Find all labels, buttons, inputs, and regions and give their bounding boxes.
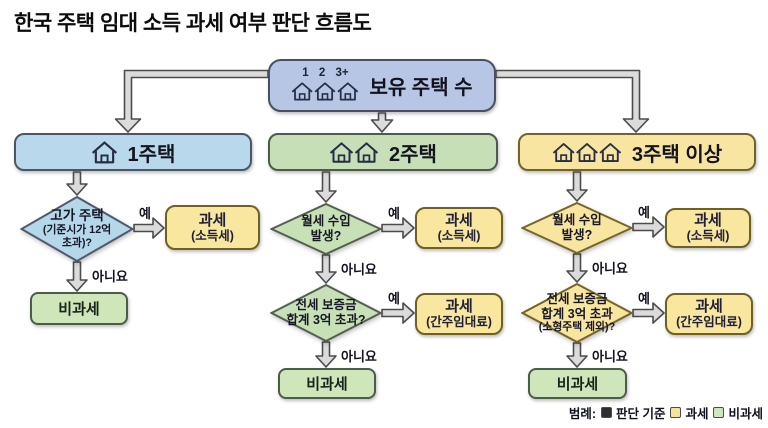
- question-line: 발생?: [561, 228, 593, 242]
- arrow-b3-no2: [566, 342, 588, 368]
- arrow-b2-yes2: [381, 302, 415, 324]
- three-houses-icon: [552, 142, 622, 163]
- arrow-b2-yes1: [381, 217, 415, 239]
- two-houses-icon: [329, 142, 379, 163]
- one-house-icon: [91, 140, 118, 165]
- no-label: 아니요: [92, 269, 128, 284]
- question-line: 전세 보증금: [546, 291, 608, 306]
- yes-label: 예: [139, 206, 151, 221]
- tax-subtitle: (소득세): [437, 229, 481, 244]
- node-exempt-b1: 비과세: [30, 292, 128, 325]
- node-taxed-deemed-rent-b2: 과세 (간주임대료): [415, 293, 503, 335]
- page-title: 한국 주택 임대 소득 과세 여부 판단 흐름도: [14, 12, 372, 35]
- decision-jeonse-deposit-b3: 전세 보증금 합계 3억 초과 (소형주택 제외)?: [521, 283, 633, 343]
- root-label: 보유 주택 수: [369, 77, 473, 99]
- legend: 범례: 판단 기준 과세 비과세: [569, 403, 763, 422]
- arrow-branch1-to-q1: [66, 171, 88, 196]
- node-branch-1house: 1주택: [14, 133, 252, 171]
- arrow-branch2-to-q1: [315, 171, 337, 203]
- yes-label: 예: [638, 291, 650, 306]
- yes-label: 예: [388, 291, 400, 306]
- question-line: (기준시가 12억: [42, 224, 112, 237]
- house-count-numbers: 1 2 3+: [302, 66, 349, 79]
- tax-title: 과세: [695, 298, 723, 316]
- exempt-label: 비과세: [556, 376, 599, 393]
- no-label: 아니요: [341, 262, 377, 277]
- decision-highvalue-house: 고가 주택 (기준시가 12억 초과)?: [20, 196, 134, 262]
- question-line: 고가 주택: [50, 208, 104, 224]
- arrow-b2-no1: [315, 254, 337, 284]
- node-branch-2house: 2주택: [268, 133, 498, 171]
- branch3-label: 3주택 이상: [631, 143, 723, 166]
- legend-item-taxed: 과세: [670, 403, 708, 422]
- decision-monthly-rent-b3: 월세 수입 발생?: [521, 202, 633, 254]
- node-total-houses: 1 2 3+ 보유 주택 수: [268, 59, 496, 112]
- tax-title: 과세: [198, 211, 227, 229]
- question-line: 월세 수입: [552, 213, 602, 228]
- arrow-b1-yes: [133, 217, 165, 239]
- no-label: 아니요: [592, 349, 628, 364]
- exempt-label: 비과세: [58, 301, 100, 318]
- diamond-shape: [20, 196, 134, 262]
- arrow-b3-no1: [566, 253, 588, 283]
- arrow-root-to-branch3: [495, 69, 650, 133]
- tax-title: 과세: [445, 298, 473, 316]
- tax-subtitle: (소득세): [686, 229, 730, 244]
- branch1-label: 1주택: [127, 143, 176, 166]
- node-taxed-income-b2: 과세 (소득세): [415, 207, 503, 249]
- legend-item-exempt: 비과세: [713, 403, 763, 422]
- tax-title: 과세: [445, 212, 473, 230]
- exempt-label: 비과세: [306, 376, 348, 393]
- node-exempt-b3: 비과세: [528, 368, 627, 399]
- tax-subtitle: (소득세): [191, 228, 234, 243]
- house-count-icons: 1 2 3+: [291, 66, 359, 104]
- question-line: 월세 수입: [301, 214, 351, 229]
- taxed-swatch-icon: [670, 407, 682, 418]
- yes-label: 예: [638, 205, 650, 220]
- arrow-b3-yes2: [632, 302, 665, 324]
- node-exempt-b2: 비과세: [278, 368, 376, 399]
- legend-item-label: 판단 기준: [615, 407, 666, 421]
- node-taxed-income-b3: 과세 (소득세): [665, 208, 751, 248]
- legend-item-label: 과세: [685, 407, 709, 421]
- arrow-b3-yes1: [632, 216, 665, 238]
- yes-label: 예: [388, 206, 400, 221]
- arrow-root-to-branch2: [370, 112, 394, 133]
- legend-item-label: 비과세: [728, 407, 763, 421]
- branch2-label: 2주택: [389, 143, 437, 166]
- no-label: 아니요: [592, 261, 628, 276]
- arrow-b2-no2: [315, 341, 337, 368]
- diamond-shape: [270, 203, 382, 255]
- question-line: 발생?: [310, 229, 342, 243]
- tax-title: 과세: [694, 212, 722, 230]
- diamond-shape: [521, 283, 633, 343]
- legend-title: 범례:: [568, 407, 596, 421]
- tax-subtitle: (간주임대료): [426, 315, 492, 330]
- node-taxed-deemed-rent-b3: 과세 (간주임대료): [665, 293, 753, 335]
- arrow-root-to-branch1: [114, 69, 269, 133]
- no-label: 아니요: [341, 349, 377, 364]
- legend-item-criteria: 판단 기준: [600, 403, 666, 422]
- three-houses-icon: [291, 82, 359, 101]
- question-line: 합계 3억 초과: [541, 306, 613, 321]
- node-taxed-income-b1: 과세 (소득세): [165, 205, 260, 250]
- question-line: 전세 보증금: [295, 298, 357, 313]
- decision-monthly-rent-b2: 월세 수입 발생?: [270, 203, 382, 255]
- question-line: 초과)?: [61, 236, 93, 249]
- diamond-shape: [270, 284, 382, 342]
- tax-subtitle: (간주임대료): [676, 315, 742, 330]
- diamond-shape: [521, 202, 633, 254]
- criteria-swatch-icon: [600, 407, 612, 418]
- arrow-branch3-to-q1: [566, 171, 588, 202]
- node-branch-3house: 3주택 이상: [518, 133, 756, 171]
- exempt-swatch-icon: [713, 407, 725, 418]
- arrow-b1-no: [66, 261, 88, 292]
- question-line: 합계 3억 초과?: [286, 313, 366, 327]
- question-line: (소형주택 제외)?: [538, 321, 616, 334]
- decision-jeonse-deposit-b2: 전세 보증금 합계 3억 초과?: [270, 284, 382, 342]
